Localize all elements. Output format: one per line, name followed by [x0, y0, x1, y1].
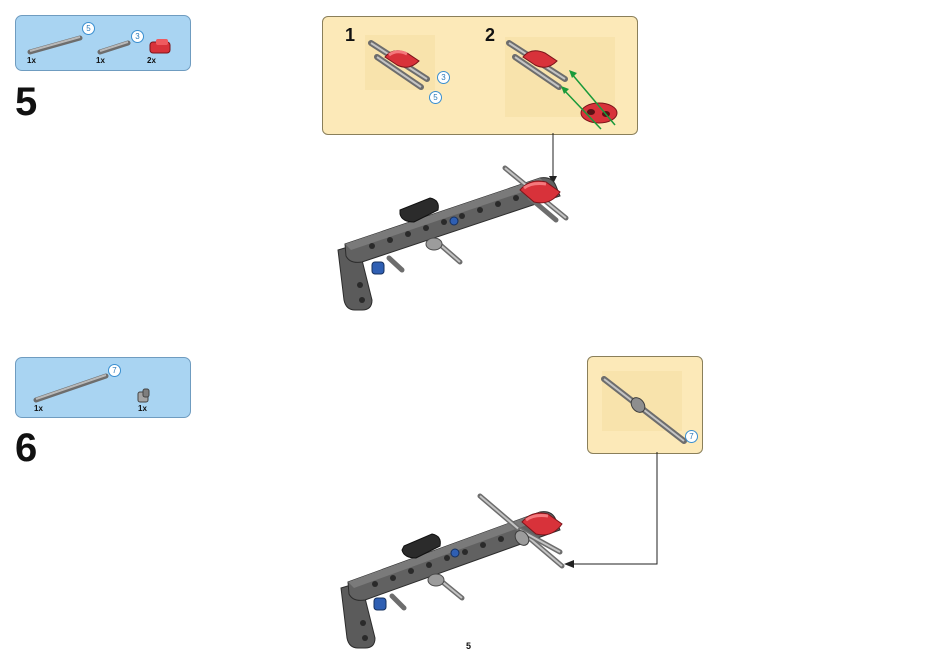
callout-graphics-6 — [601, 371, 687, 444]
qty-red-connector: 2x — [147, 56, 156, 65]
parts-graphics — [27, 35, 171, 55]
axle-7-icon — [33, 373, 109, 403]
axle-5-icon — [27, 35, 83, 55]
callout-graphics — [365, 35, 618, 130]
callout-length-7: 7 — [685, 430, 698, 443]
parts-list-step-5: 5 3 1x 1x 2x — [15, 15, 191, 71]
red-connector-icon — [149, 39, 171, 54]
substep-1-assembly — [365, 35, 435, 90]
length-badge-5: 5 — [82, 22, 95, 35]
length-badge-3: 3 — [131, 30, 144, 43]
beam-assembly-5 — [337, 165, 569, 311]
bush-icon — [137, 388, 150, 403]
pointer-arrow-5 — [549, 133, 557, 184]
parts-graphics-6 — [33, 373, 150, 403]
axle-3-icon — [97, 40, 131, 55]
parts-list-step-6: 7 1x 1x — [15, 357, 191, 418]
beam-assembly-6 — [340, 493, 565, 649]
qty-axle-7: 1x — [34, 404, 43, 413]
callout-step-6: 7 — [587, 356, 703, 454]
qty-axle-3: 1x — [96, 56, 105, 65]
length-badge-7: 7 — [108, 364, 121, 377]
step-number-5: 5 — [15, 80, 38, 124]
callout-step-5: 1 2 3 — [322, 16, 638, 135]
page-number: 5 — [466, 641, 472, 651]
qty-bush: 1x — [138, 404, 147, 413]
pointer-arrow-6 — [564, 452, 658, 568]
qty-axle-5: 1x — [27, 56, 36, 65]
substep-2-assembly — [505, 37, 618, 130]
callout-length-3: 3 — [437, 71, 450, 84]
substep-1: 1 — [345, 25, 356, 45]
callout-length-5: 5 — [429, 91, 442, 104]
step-number-6: 6 — [15, 426, 38, 470]
substep-2: 2 — [485, 25, 496, 45]
